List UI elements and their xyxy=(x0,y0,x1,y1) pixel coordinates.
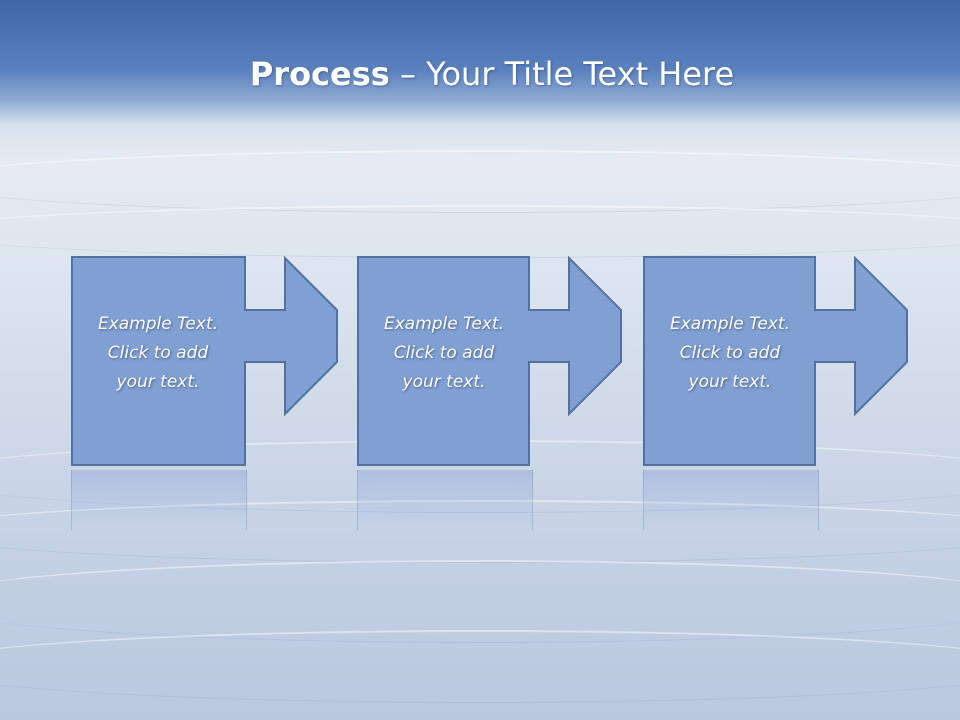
step-text-line: Example Text. xyxy=(97,314,219,334)
step-text-line: Click to add xyxy=(393,343,495,363)
water-ripple xyxy=(0,630,960,703)
step-text[interactable]: Example Text. Click to add your text. xyxy=(359,310,529,397)
slide-title-strong: Process xyxy=(249,55,390,93)
step-text-line: Example Text. xyxy=(383,314,505,334)
step-text[interactable]: Example Text. Click to add your text. xyxy=(645,310,815,397)
step-reflection xyxy=(643,470,819,530)
process-step-3[interactable]: Example Text. Click to add your text. xyxy=(643,255,960,466)
step-reflection xyxy=(357,470,533,530)
process-step-2[interactable]: Example Text. Click to add your text. xyxy=(357,255,697,466)
arrow-block-shape xyxy=(71,255,338,466)
slide-title[interactable]: Process – Your Title Text Here xyxy=(12,52,960,96)
step-text-line: Example Text. xyxy=(669,314,791,334)
step-text-line: your text. xyxy=(116,372,200,392)
water-ripple xyxy=(0,205,960,258)
step-text-line: Click to add xyxy=(107,343,209,363)
arrow-block-shape xyxy=(357,255,622,466)
process-step-1[interactable]: Example Text. Click to add your text. xyxy=(71,255,411,466)
slide-title-rest: – Your Title Text Here xyxy=(389,55,735,93)
step-text-line: your text. xyxy=(402,372,486,392)
water-ripple xyxy=(0,150,960,213)
step-reflection xyxy=(71,470,247,530)
step-text-line: your text. xyxy=(688,372,772,392)
step-text-line: Click to add xyxy=(679,343,781,363)
step-text[interactable]: Example Text. Click to add your text. xyxy=(73,310,243,397)
arrow-block-shape xyxy=(643,255,908,466)
